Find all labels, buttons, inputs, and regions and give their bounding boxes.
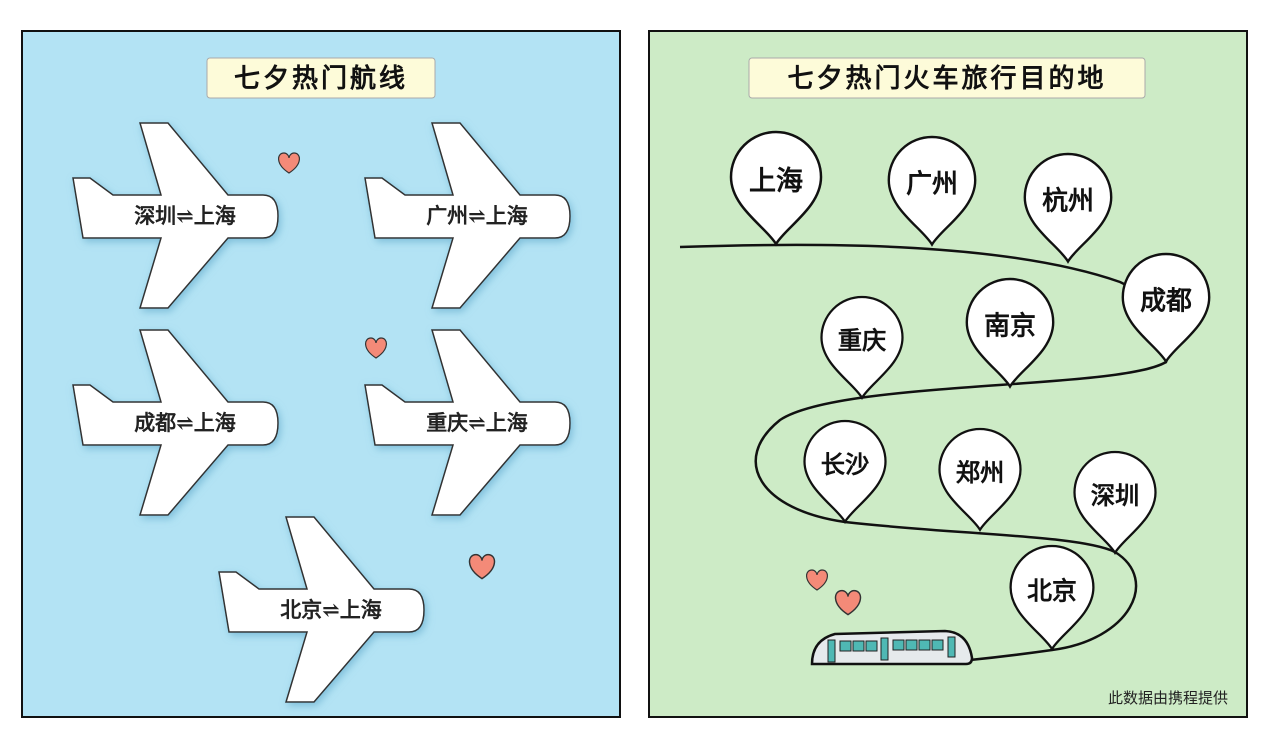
flights-panel: 七夕热门航线 深圳⇌上海 广州⇌上海 成都⇌上海 重庆⇌上海 北京⇌上海 [21,30,621,718]
pin-destination-2: 广州 [887,135,977,246]
svg-text:重庆⇌上海: 重庆⇌上海 [426,410,528,435]
pin-destination-4: 成都 [1121,252,1211,363]
svg-text:广州⇌上海: 广州⇌上海 [426,203,528,228]
plane-route-5: 北京⇌上海 [218,516,425,703]
plane-route-3: 成都⇌上海 [72,329,279,516]
pin-destination-5: 重庆 [820,295,904,399]
pin-destination-10: 北京 [1009,544,1095,651]
svg-text:郑州: 郑州 [956,458,1005,487]
pin-destination-3: 杭州 [1023,152,1113,263]
data-source-note: 此数据由携程提供 [1108,689,1228,707]
pin-destination-9: 深圳 [1073,450,1157,554]
svg-text:重庆: 重庆 [838,326,887,355]
svg-text:深圳: 深圳 [1091,481,1140,510]
trains-title: 七夕热门火车旅行目的地 [787,63,1106,94]
pin-destination-6: 南京 [965,277,1055,388]
svg-text:杭州: 杭州 [1042,186,1094,217]
trains-title-box [748,57,1146,99]
pin-destination-7: 长沙 [803,419,887,523]
svg-text:北京: 北京 [1027,576,1077,605]
pin-destination-1: 上海 [729,130,823,246]
trains-panel: 七夕热门火车旅行目的地 上海 广州 杭州 成都 重庆 南京 长沙 郑州 深圳 北… [648,30,1248,718]
flights-title-box [206,57,436,99]
svg-text:深圳⇌上海: 深圳⇌上海 [134,203,236,228]
plane-route-1: 深圳⇌上海 [72,122,279,309]
svg-text:长沙: 长沙 [821,450,870,479]
plane-route-2: 广州⇌上海 [364,122,571,309]
svg-text:南京: 南京 [984,311,1036,342]
train-route-line [679,243,1170,662]
svg-text:成都⇌上海: 成都⇌上海 [134,410,236,435]
plane-route-4: 重庆⇌上海 [364,329,571,516]
svg-text:北京⇌上海: 北京⇌上海 [280,597,382,622]
pin-destination-8: 郑州 [938,427,1022,531]
svg-text:上海: 上海 [749,166,803,197]
flights-title: 七夕热门航线 [234,63,408,94]
train-icon [810,629,974,666]
svg-text:成都: 成都 [1140,287,1192,317]
svg-text:广州: 广州 [906,170,958,200]
